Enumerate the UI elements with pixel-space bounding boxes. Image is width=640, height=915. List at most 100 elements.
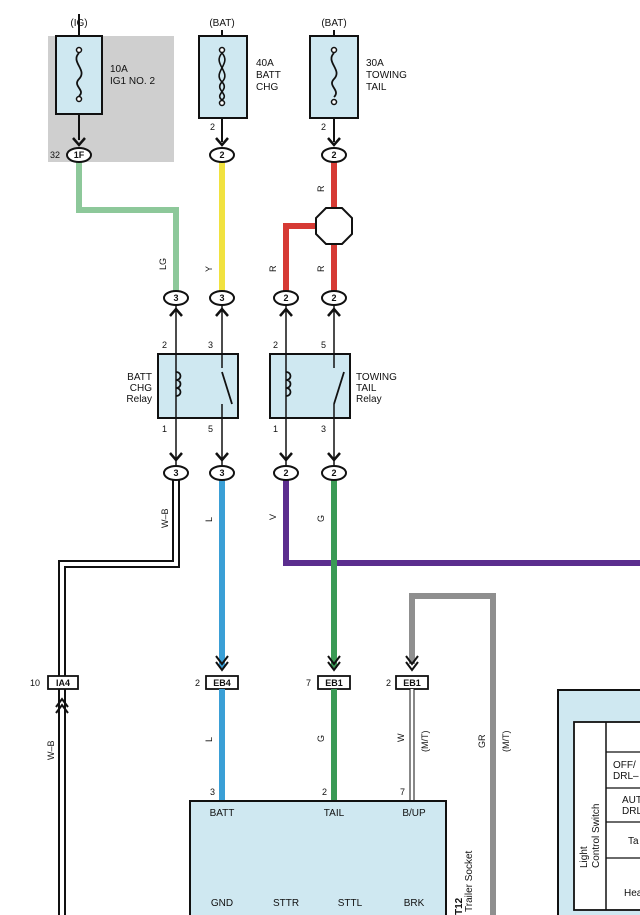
trailer-socket-name: Trailer Socket bbox=[464, 850, 475, 912]
trailer-socket-gnd: GND bbox=[211, 898, 233, 909]
connector-eb1-bup-pin: 2 bbox=[386, 678, 391, 688]
wire-label-w: W bbox=[396, 733, 406, 742]
wire-label-lg: LG bbox=[158, 258, 168, 270]
fuse-towing-tail bbox=[309, 30, 359, 142]
light-control-row2-l1: AUT bbox=[622, 795, 640, 806]
trailer-socket-id: T12 bbox=[454, 897, 465, 915]
connector-relay2-out-a bbox=[273, 418, 299, 481]
connector-relay1-in-a-label: 3 bbox=[173, 293, 178, 303]
connector-eb4-label: EB4 bbox=[213, 678, 231, 688]
relay-towing-tail-pin5: 5 bbox=[321, 340, 326, 350]
connector-ia4-label: IA4 bbox=[56, 678, 70, 688]
fuse-batt-chg bbox=[198, 30, 248, 142]
connector-relay2-in-b bbox=[321, 290, 347, 354]
power-source-bat-1: (BAT) bbox=[209, 18, 234, 29]
trailer-socket-sttr: STTR bbox=[273, 898, 299, 909]
wire-v bbox=[283, 478, 640, 566]
connector-fuse3-out bbox=[321, 137, 347, 163]
light-control-row2-l2: DRL bbox=[622, 806, 640, 817]
connector-eb4-pin: 2 bbox=[195, 678, 200, 688]
wire-label-mt-2: (M/T) bbox=[501, 731, 511, 753]
wire-label-r-right: R bbox=[316, 265, 326, 272]
wire-label-mt-1: (M/T) bbox=[420, 731, 430, 753]
trailer-socket bbox=[189, 800, 447, 915]
connector-relay2-out-b bbox=[321, 418, 347, 481]
fuse-batt-chg-l2: CHG bbox=[256, 82, 278, 93]
connector-fuse3-out-label: 2 bbox=[331, 150, 336, 160]
wire-label-wb-2: W–B bbox=[46, 740, 56, 760]
wire-r-left bbox=[283, 223, 317, 296]
relay-batt-chg-pin2: 2 bbox=[162, 340, 167, 350]
wire-label-g-1: G bbox=[316, 515, 326, 522]
relay-batt-chg-l3: Relay bbox=[126, 394, 152, 405]
wire-label-gr: GR bbox=[477, 734, 487, 748]
connector-fuse2-out bbox=[209, 137, 235, 163]
fuse-towing-tail-amp: 30A bbox=[366, 58, 384, 69]
wire-label-v: V bbox=[268, 514, 278, 520]
connector-ia4 bbox=[47, 675, 79, 714]
relay-towing-tail bbox=[269, 353, 351, 419]
trailer-socket-pin3: 3 bbox=[210, 787, 215, 797]
connector-relay1-out-a-label: 3 bbox=[173, 468, 178, 478]
connector-relay2-in-a bbox=[273, 290, 299, 354]
light-control-title-l2: Control Switch bbox=[591, 804, 602, 868]
connector-1f-pin: 32 bbox=[50, 150, 60, 160]
connector-relay1-out-b bbox=[209, 418, 235, 481]
light-control-row1-l2: DRL– bbox=[613, 771, 639, 782]
relay-batt-chg-l1: BATT bbox=[127, 372, 152, 383]
wire-wb-route bbox=[58, 478, 180, 915]
connector-relay2-in-a-label: 2 bbox=[283, 293, 288, 303]
relay-towing-tail-l2: TAIL bbox=[356, 383, 377, 394]
connector-relay1-out-a bbox=[163, 418, 189, 481]
connector-relay1-in-b-label: 3 bbox=[219, 293, 224, 303]
wire-label-r-left: R bbox=[268, 265, 278, 272]
wire-label-g-2: G bbox=[316, 735, 326, 742]
wire-label-r-main: R bbox=[316, 185, 326, 192]
relay-batt-chg bbox=[157, 353, 239, 419]
fuse-towing-tail-pin: 2 bbox=[321, 122, 326, 132]
relay-towing-tail-pin2: 2 bbox=[273, 340, 278, 350]
trailer-socket-pin7: 7 bbox=[400, 787, 405, 797]
light-control-title-l1: Light bbox=[579, 846, 590, 868]
fuse-batt-chg-l1: BATT bbox=[256, 70, 281, 81]
connector-relay2-out-b-label: 2 bbox=[331, 468, 336, 478]
fuse-batt-chg-amp: 40A bbox=[256, 58, 274, 69]
relay-batt-chg-pin1: 1 bbox=[162, 424, 167, 434]
wire-label-y: Y bbox=[204, 266, 214, 272]
relay-towing-tail-pin1: 1 bbox=[273, 424, 278, 434]
power-source-bat-2: (BAT) bbox=[321, 18, 346, 29]
connector-relay2-out-a-label: 2 bbox=[283, 468, 288, 478]
trailer-socket-bup: B/UP bbox=[402, 808, 426, 819]
light-control-row3: Ta bbox=[628, 836, 639, 847]
trailer-socket-pin2: 2 bbox=[322, 787, 327, 797]
fuse-ig1-no2 bbox=[55, 14, 103, 140]
connector-relay1-in-b bbox=[209, 290, 235, 354]
light-control-row1-l1: OFF/ bbox=[613, 760, 636, 771]
wire-label-l-2: L bbox=[204, 737, 214, 742]
trailer-socket-brk: BRK bbox=[404, 898, 425, 909]
fuse-batt-chg-pin: 2 bbox=[210, 122, 215, 132]
light-control-switch bbox=[557, 689, 640, 915]
wire-lg bbox=[76, 162, 179, 296]
relay-towing-tail-l1: TOWING bbox=[356, 372, 397, 383]
trailer-socket-batt: BATT bbox=[210, 808, 235, 819]
wire-gr bbox=[409, 593, 496, 915]
connector-1f bbox=[66, 137, 92, 163]
relay-batt-chg-pin3: 3 bbox=[208, 340, 213, 350]
fuse-towing-tail-l2: TAIL bbox=[366, 82, 387, 93]
trailer-socket-sttl: STTL bbox=[338, 898, 363, 909]
connector-relay1-in-a bbox=[163, 290, 189, 354]
wire-wb-route-inner bbox=[60, 478, 178, 915]
fuse-ig1-name: IG1 NO. 2 bbox=[110, 76, 155, 87]
wire-label-wb-1: W–B bbox=[160, 508, 170, 528]
connector-eb1-tail-pin: 7 bbox=[306, 678, 311, 688]
connector-eb1-bup-label: EB1 bbox=[403, 678, 421, 688]
connector-ia4-pin: 10 bbox=[30, 678, 40, 688]
relay-towing-tail-l3: Relay bbox=[356, 394, 382, 405]
connector-relay2-in-b-label: 2 bbox=[331, 293, 336, 303]
connector-eb1-tail-label: EB1 bbox=[325, 678, 343, 688]
splice-point bbox=[315, 207, 353, 245]
connector-fuse2-out-label: 2 bbox=[219, 150, 224, 160]
fuse-ig1-amp: 10A bbox=[110, 64, 128, 75]
